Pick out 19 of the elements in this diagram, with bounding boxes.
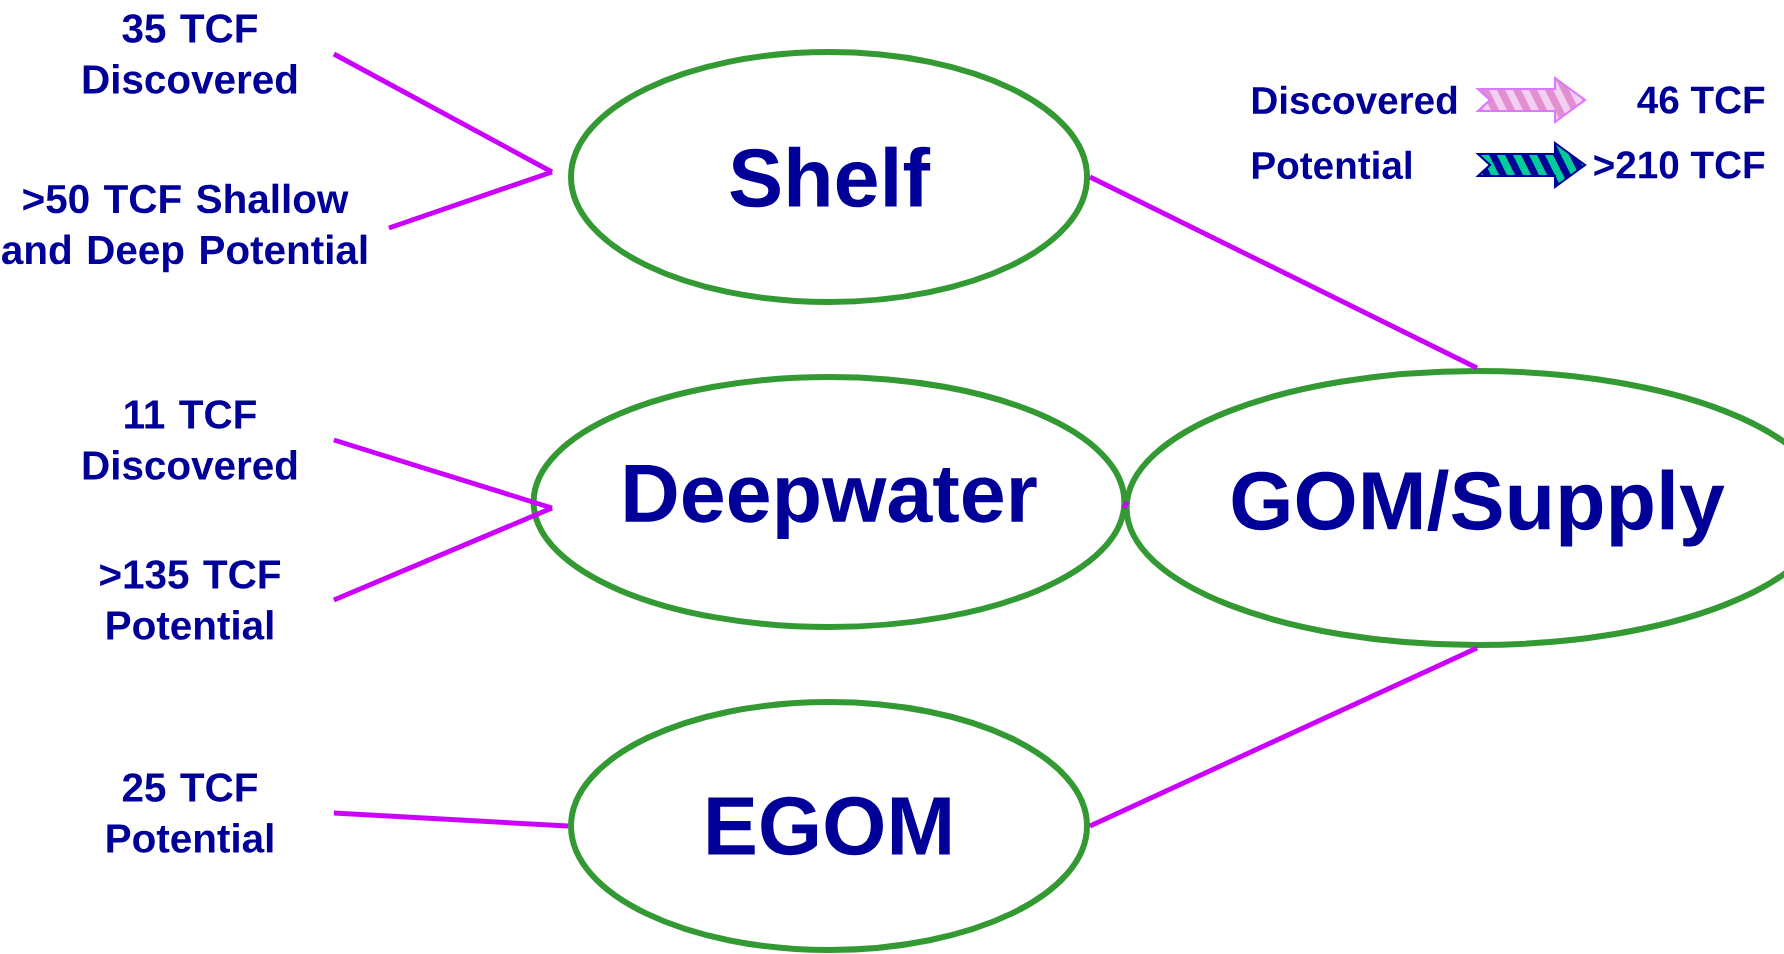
value-label: 35 TCF Discovered — [83, 14, 297, 94]
connector-line — [1088, 645, 1479, 829]
value-label: >50 TCF Shallow and Deep Potential — [2, 183, 367, 273]
connector-line — [388, 169, 553, 231]
connector-line — [332, 505, 553, 603]
total-label: 46 TCF — [1637, 86, 1765, 114]
connector-line — [333, 437, 553, 511]
legend-text: Potential — [1252, 150, 1411, 180]
ellipse-node: Deepwater — [530, 374, 1128, 630]
total-label: >210 TCF — [1594, 151, 1765, 179]
legend-text: Discovered — [1252, 85, 1457, 115]
value-label: 25 TCF Potential — [107, 773, 273, 853]
value-label: >135 TCF Potential — [100, 560, 281, 640]
connector-line — [333, 810, 569, 829]
connector-line — [1121, 500, 1130, 510]
ellipse-node: EGOM — [568, 699, 1090, 953]
connector-line — [1088, 174, 1479, 371]
value-label: 11 TCF Discovered — [83, 400, 297, 480]
ellipse-node: Shelf — [568, 49, 1090, 305]
